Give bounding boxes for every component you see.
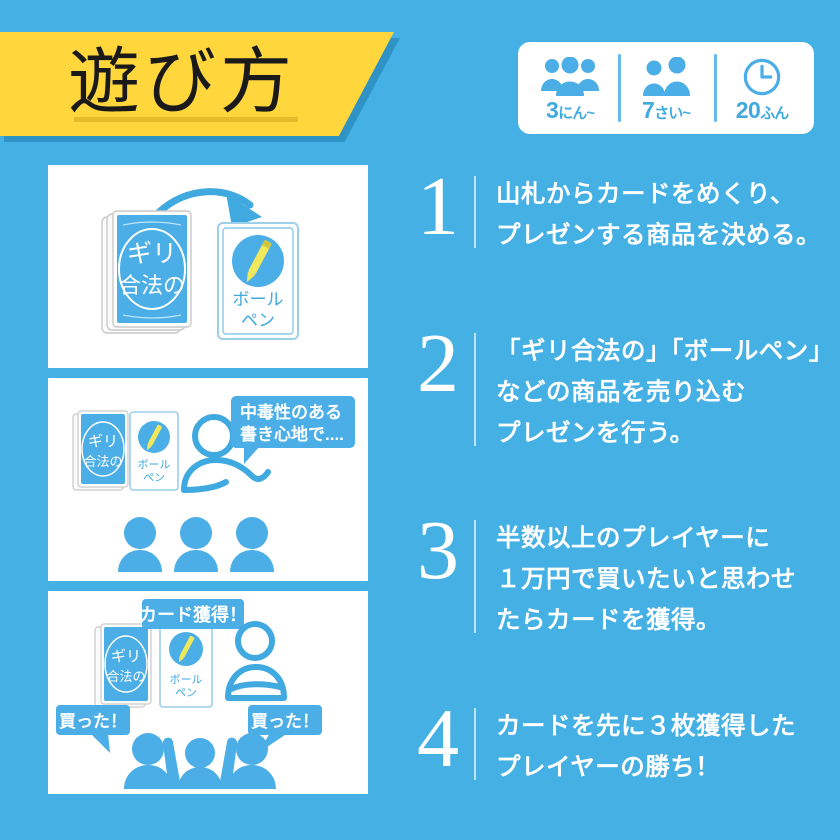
svg-text:ペン: ペン: [143, 472, 165, 484]
step-3-divider: [474, 520, 476, 634]
step-2-divider: [474, 333, 476, 447]
bubble-presenter-line1: 中毒性のある: [240, 402, 342, 422]
svg-text:合法の: 合法の: [106, 669, 145, 684]
two-people-icon: [638, 55, 694, 97]
svg-text:ギリ: ギリ: [111, 648, 141, 665]
svg-text:ペン: ペン: [175, 687, 197, 699]
svg-text:合法の: 合法の: [83, 454, 122, 469]
badge-player-count-label: 3にん~: [545, 96, 595, 123]
step-4-number: 4: [417, 692, 459, 785]
step-3-line-1: 半数以上のプレイヤーに: [496, 525, 771, 552]
step-1-text: 山札からカードをめくり、 プレゼンする商品を決める。: [496, 168, 821, 256]
badge-age-unit: さい~: [654, 104, 691, 122]
svg-text:ボール: ボール: [138, 458, 171, 471]
step-1-number: 1: [417, 160, 459, 253]
product-card-line1: ボール: [233, 290, 284, 309]
title-banner: 遊び方: [0, 32, 400, 142]
step-3: 3 半数以上のプレイヤーに １万円で買いたいと思わせ たらカードを獲得。: [410, 504, 796, 641]
page-title: 遊び方: [68, 42, 297, 123]
badge-duration-label: 20ふん: [735, 96, 790, 123]
bubble-card-acquired: カード獲得！: [139, 604, 247, 625]
badge-duration-unit: ふん: [760, 104, 789, 122]
badge-age-label: 7さい~: [641, 96, 691, 123]
three-people-icon: [539, 55, 601, 97]
step-2-line-1: 「ギリ合法の」「ボールペン」: [496, 338, 834, 365]
step-2-line-3: プレゼンを行う。: [496, 420, 695, 448]
illustration-panel-1: ギリ 合法の ボール ペン: [48, 165, 368, 368]
product-card-line2: ペン: [241, 311, 275, 330]
step-3-line-3: たらカードを獲得。: [496, 607, 721, 635]
title-underline: [74, 117, 298, 122]
clock-icon: [742, 55, 782, 97]
step-4-line-2: プレイヤーの勝ち！: [496, 754, 721, 782]
deck-card-line1: ギリ: [127, 241, 177, 268]
step-2-text: 「ギリ合法の」「ボールペン」 などの商品を売り込む プレゼンを行う。: [496, 325, 834, 454]
step-1: 1 山札からカードをめくり、 プレゼンする商品を決める。: [410, 160, 821, 256]
illustration-panel-3: ギリ 合法の ボール ペン カード獲得！ 買った！ 買った！: [48, 591, 368, 794]
bubble-bought-right: 買った！: [251, 712, 319, 731]
step-2: 2 「ギリ合法の」「ボールペン」 などの商品を売り込む プレゼンを行う。: [410, 317, 834, 454]
step-1-line-2: プレゼンする商品を決める。: [496, 222, 821, 250]
deck-card-line2: 合法の: [119, 273, 185, 298]
badge-player-count: 3にん~: [522, 48, 618, 128]
step-4-line-1: カードを先に３枚獲得した: [496, 713, 796, 740]
badge-duration-value: 20: [735, 96, 761, 123]
badge-duration: 20ふん: [714, 48, 810, 128]
step-1-divider: [474, 176, 476, 249]
step-4-divider: [474, 708, 476, 781]
badge-player-count-unit: にん~: [558, 104, 595, 122]
badge-player-count-value: 3: [545, 96, 559, 123]
step-2-number: 2: [417, 317, 459, 410]
bubble-bought-left: 買った！: [59, 712, 127, 731]
bubble-presenter-line2: 書き心地で....: [240, 424, 344, 444]
step-3-line-2: １万円で買いたいと思わせ: [496, 566, 796, 594]
step-3-number: 3: [417, 504, 459, 597]
step-3-text: 半数以上のプレイヤーに １万円で買いたいと思わせ たらカードを獲得。: [496, 512, 796, 641]
step-2-line-2: などの商品を売り込む: [496, 379, 746, 407]
step-4-text: カードを先に３枚獲得した プレイヤーの勝ち！: [496, 700, 796, 788]
badge-age: 7さい~: [618, 48, 714, 128]
badge-age-value: 7: [641, 96, 655, 123]
step-1-line-1: 山札からカードをめくり、: [496, 181, 796, 208]
step-4: 4 カードを先に３枚獲得した プレイヤーの勝ち！: [410, 692, 796, 788]
svg-text:ボール: ボール: [170, 673, 203, 686]
svg-text:ギリ: ギリ: [88, 433, 118, 450]
illustration-panel-2: ギリ 合法の ボール ペン 中毒性のある 書き心地で....: [48, 378, 368, 581]
game-info-badges: 3にん~ 7さい~: [518, 42, 814, 134]
